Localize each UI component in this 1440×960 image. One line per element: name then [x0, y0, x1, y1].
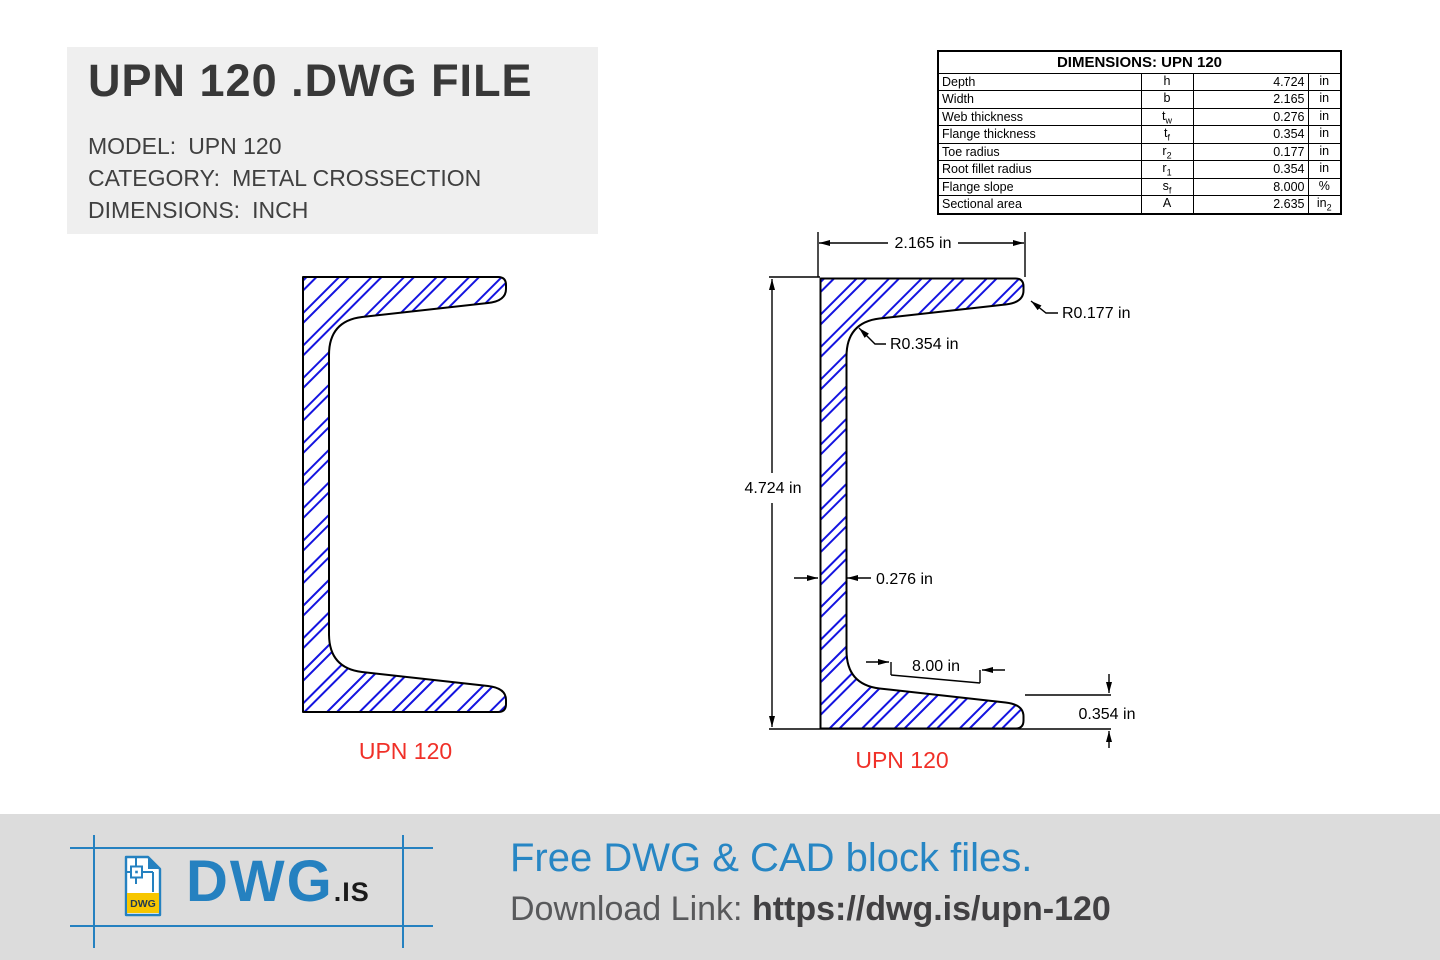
model-value: UPN 120 — [188, 133, 282, 159]
row-unit: in — [1307, 160, 1342, 179]
dimensions-table: DIMENSIONS: UPN 120 Depth h 4.724 in Wid… — [937, 50, 1342, 215]
row-label: Flange thickness — [937, 125, 1142, 144]
row-unit: in — [1307, 72, 1342, 91]
root-radius-dimension: R0.354 in — [890, 336, 959, 353]
row-value: 0.354 — [1192, 125, 1309, 144]
dimensions-label: DIMENSIONS: — [88, 197, 241, 223]
row-unit: % — [1307, 177, 1342, 196]
dimensions-line: DIMENSIONS: INCH — [88, 194, 481, 226]
table-title-row: DIMENSIONS: UPN 120 — [937, 50, 1342, 74]
dimensions-value: INCH — [252, 197, 309, 223]
channel-profile — [302, 276, 507, 713]
header-info-box: UPN 120 .DWG FILE MODEL: UPN 120 CATEGORY… — [67, 47, 598, 234]
row-symbol: b — [1140, 90, 1194, 109]
footer-banner: DWG DWG.IS Free DWG & CAD block files. D… — [0, 814, 1440, 960]
row-value: 8.000 — [1192, 177, 1309, 196]
row-value: 0.177 — [1192, 142, 1309, 161]
category-value: METAL CROSSECTION — [232, 165, 482, 191]
dwg-is-logo: DWG.IS — [186, 848, 370, 915]
dwg-file-icon: DWG — [124, 855, 162, 917]
category-label: CATEGORY: — [88, 165, 221, 191]
row-symbol: r2 — [1140, 142, 1194, 161]
crop-mark-line — [402, 835, 404, 948]
row-label: Sectional area — [937, 195, 1142, 214]
table-row: Depth h 4.724 in — [937, 72, 1342, 91]
table-title: DIMENSIONS: UPN 120 — [937, 50, 1342, 74]
model-label: MODEL: — [88, 133, 177, 159]
height-dimension: 4.724 in — [745, 480, 802, 497]
row-unit: in — [1307, 125, 1342, 144]
row-label: Toe radius — [937, 142, 1142, 161]
dwg-icon-label: DWG — [130, 898, 156, 910]
table-row: Width b 2.165 in — [937, 90, 1342, 109]
row-value: 2.165 — [1192, 90, 1309, 109]
footer-download-line: Download Link: https://dwg.is/upn-120 — [510, 890, 1111, 929]
row-symbol: tf — [1140, 125, 1194, 144]
channel-profile — [819, 277, 1025, 730]
footer-headline: Free DWG & CAD block files. — [510, 836, 1033, 880]
left-drawing-label: UPN 120 — [358, 738, 453, 764]
flange-slope-dimension: 8.00 in — [912, 658, 960, 675]
crop-mark-line — [70, 925, 433, 927]
row-label: Depth — [937, 72, 1142, 91]
right-drawing-label: UPN 120 — [855, 747, 949, 773]
logo-suffix: .IS — [333, 877, 370, 907]
row-label: Width — [937, 90, 1142, 109]
row-unit: in — [1307, 107, 1342, 126]
row-value: 0.276 — [1192, 107, 1309, 126]
table-row: Toe radius r2 0.177 in — [937, 142, 1342, 161]
channel-section-drawing-dimensioned: 2.165 in 4.724 in 0.276 in 8.00 in 0.354… — [745, 232, 1136, 748]
page-title: UPN 120 .DWG FILE — [88, 55, 533, 106]
download-label: Download Link: — [510, 890, 743, 928]
row-value: 0.354 — [1192, 160, 1309, 179]
row-symbol: h — [1140, 72, 1194, 91]
row-label: Web thickness — [937, 107, 1142, 126]
row-value: 4.724 — [1192, 72, 1309, 91]
crop-mark-line — [70, 847, 433, 849]
row-value: 2.635 — [1192, 195, 1309, 214]
logo-text: DWG — [186, 849, 334, 914]
table-row: Flange thickness tf 0.354 in — [937, 125, 1342, 144]
flange-thickness-dimension: 0.354 in — [1079, 706, 1136, 723]
crop-mark-line — [93, 835, 95, 948]
row-label: Root fillet radius — [937, 160, 1142, 179]
category-line: CATEGORY: METAL CROSSECTION — [88, 162, 481, 194]
header-meta: MODEL: UPN 120 CATEGORY: METAL CROSSECTION… — [88, 130, 481, 226]
row-label: Flange slope — [937, 177, 1142, 196]
row-symbol: sf — [1140, 177, 1194, 196]
table-row: Root fillet radius r1 0.354 in — [937, 160, 1342, 179]
dimension-lines — [769, 232, 1112, 748]
toe-radius-dimension: R0.177 in — [1062, 305, 1131, 322]
web-thickness-dimension: 0.276 in — [876, 571, 933, 588]
model-line: MODEL: UPN 120 — [88, 130, 481, 162]
table-row: Web thickness tw 0.276 in — [937, 107, 1342, 126]
row-unit: in — [1307, 142, 1342, 161]
row-unit: in2 — [1307, 195, 1342, 214]
row-symbol: A — [1140, 195, 1194, 214]
table-row: Flange slope sf 8.000 % — [937, 177, 1342, 196]
row-symbol: tw — [1140, 107, 1194, 126]
table-row: Sectional area A 2.635 in2 — [937, 195, 1342, 214]
download-url-link[interactable]: https://dwg.is/upn-120 — [751, 890, 1111, 928]
row-symbol: r1 — [1140, 160, 1194, 179]
row-unit: in — [1307, 90, 1342, 109]
width-dimension: 2.165 in — [895, 235, 952, 252]
channel-section-drawing-plain — [302, 276, 507, 713]
